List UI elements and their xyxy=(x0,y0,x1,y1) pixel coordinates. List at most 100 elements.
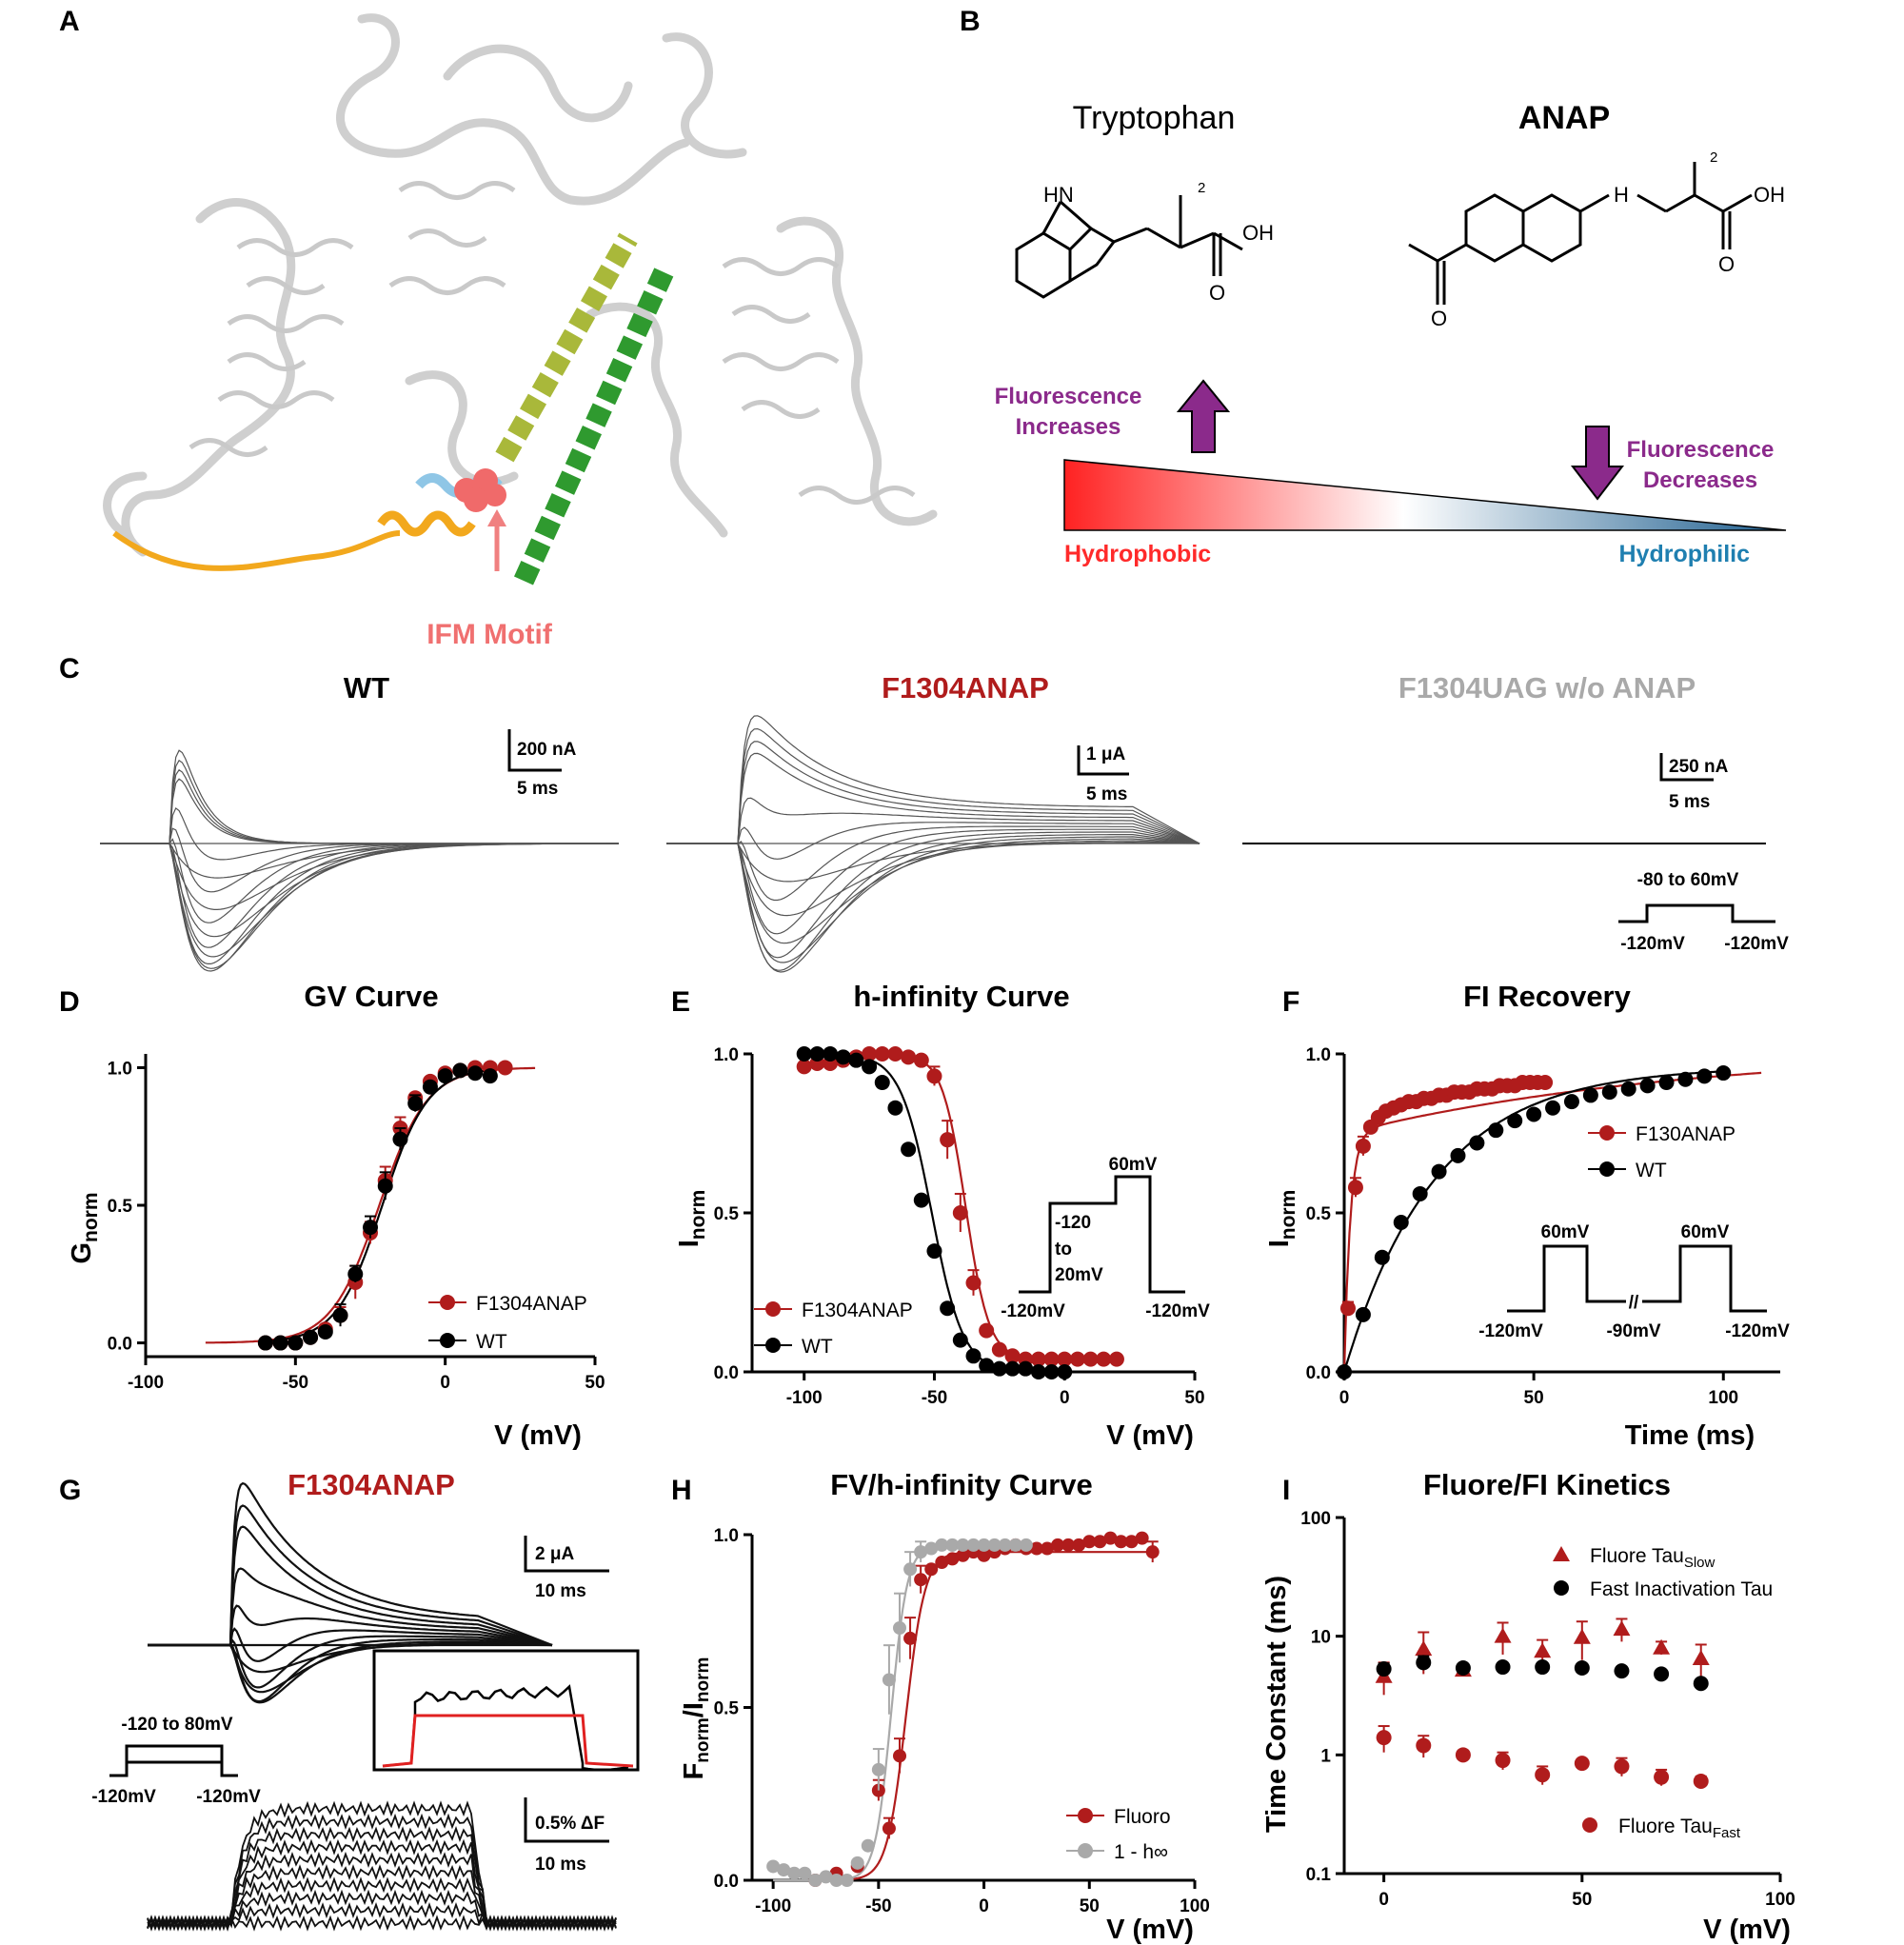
data-point xyxy=(467,1065,484,1082)
data-point xyxy=(1495,1753,1511,1769)
data-point xyxy=(1416,1655,1432,1671)
data-point xyxy=(1654,1769,1670,1785)
fit-curve xyxy=(815,1551,1153,1882)
g-protocol-hold-right: -120mV xyxy=(196,1787,261,1807)
data-point xyxy=(1096,1351,1112,1367)
data-point xyxy=(1108,1351,1124,1367)
data-point xyxy=(977,1538,991,1552)
data-point xyxy=(1376,1730,1392,1746)
g-inset-traces xyxy=(382,1684,634,1772)
y-tick-label: 0.5 xyxy=(714,1204,740,1224)
i-title: Fluore/FI Kinetics xyxy=(1423,1468,1671,1501)
data-point xyxy=(1693,1676,1709,1692)
data-point xyxy=(1431,1163,1447,1180)
data-point xyxy=(1393,1215,1409,1231)
x-tick-label: -100 xyxy=(786,1388,823,1408)
g-inset-box xyxy=(372,1649,640,1772)
e-ylabel: Inorm xyxy=(674,1190,709,1248)
data-point xyxy=(887,1046,903,1062)
h-xlabel: V (mV) xyxy=(1106,1915,1194,1945)
x-tick-label: 50 xyxy=(1572,1890,1592,1910)
g-voltage-protocol xyxy=(109,1744,238,1777)
f-voltage-protocol-2 xyxy=(1642,1244,1767,1313)
data-point xyxy=(1693,1773,1709,1789)
data-point xyxy=(1620,1081,1636,1097)
e-xlabel: V (mV) xyxy=(1106,1420,1194,1451)
data-point xyxy=(437,1068,453,1084)
x-tick-label: 100 xyxy=(1708,1388,1738,1408)
data-point xyxy=(808,1874,823,1887)
data-point xyxy=(956,1538,970,1552)
data-point xyxy=(303,1329,319,1345)
data-point xyxy=(1614,1758,1630,1775)
data-point xyxy=(1124,1535,1139,1549)
data-point xyxy=(317,1323,333,1340)
f-ylabel: Inorm xyxy=(1264,1190,1299,1248)
legend-marker xyxy=(1554,1580,1569,1596)
anap-nh2-sub: 2 xyxy=(1710,149,1717,166)
data-point xyxy=(1072,1538,1086,1552)
g-current-traces xyxy=(148,1481,553,1704)
anap-current-traces xyxy=(666,715,1200,973)
data-point xyxy=(1654,1666,1670,1682)
data-point xyxy=(796,1046,812,1062)
data-point xyxy=(945,1552,960,1566)
data-point xyxy=(966,1538,981,1552)
fit-curve xyxy=(803,1053,1065,1373)
anap-oh-label: OH xyxy=(1754,183,1785,207)
hydrophobicity-gradient xyxy=(1063,459,1787,531)
trace-sweep xyxy=(666,834,1200,971)
e-protocol-cond-3: 20mV xyxy=(1055,1265,1103,1285)
data-point xyxy=(914,1545,928,1559)
data-point xyxy=(1008,1538,1022,1552)
trp-o-label: O xyxy=(1209,281,1225,305)
trp-oh-label: OH xyxy=(1242,221,1274,245)
trace-sweep xyxy=(148,1638,553,1703)
y-tick-label: 0.0 xyxy=(714,1872,739,1892)
legend-marker xyxy=(1599,1125,1615,1141)
data-point xyxy=(377,1178,393,1194)
f-xlabel: Time (ms) xyxy=(1625,1420,1755,1451)
g-current-scalebar xyxy=(524,1536,609,1573)
f-protocol-hold-left: -120mV xyxy=(1478,1321,1543,1341)
c-protocol-step: -80 to 60mV xyxy=(1637,870,1739,890)
c-voltage-protocol xyxy=(1618,903,1775,923)
trace-sweep xyxy=(148,1481,553,1647)
data-point xyxy=(829,1874,843,1887)
d-xlabel: V (mV) xyxy=(494,1420,582,1451)
anap-nh-label: H xyxy=(1614,183,1629,207)
data-point xyxy=(935,1538,949,1552)
trace-sweep xyxy=(100,749,619,844)
data-point xyxy=(945,1538,960,1552)
trace-sweep xyxy=(148,1635,553,1689)
data-point xyxy=(1019,1538,1033,1552)
data-point xyxy=(924,1562,939,1577)
data-point xyxy=(874,1075,890,1091)
data-point xyxy=(940,1300,956,1317)
g-title: F1304ANAP xyxy=(288,1468,455,1501)
data-point xyxy=(497,1060,513,1076)
panel-letter-f: F xyxy=(1282,986,1299,1018)
c-uag-scale-x: 5 ms xyxy=(1669,792,1710,812)
legend-label: WT xyxy=(802,1336,833,1358)
trace-sweep xyxy=(100,843,620,972)
data-point xyxy=(452,1062,468,1079)
data-point xyxy=(272,1335,288,1351)
data-point xyxy=(1018,1360,1034,1377)
data-point xyxy=(1337,1364,1352,1379)
trace-sweep xyxy=(666,828,1200,935)
data-point xyxy=(1051,1538,1065,1552)
anap-ketone-o-label: O xyxy=(1431,307,1447,330)
e-title: h-infinity Curve xyxy=(853,980,1069,1013)
data-point xyxy=(1582,1087,1598,1103)
fit-curve xyxy=(265,1068,490,1342)
data-point xyxy=(1716,1065,1732,1082)
c-anap-scalebar xyxy=(1077,745,1129,776)
data-point xyxy=(796,1059,812,1075)
legend-marker xyxy=(1553,1546,1570,1561)
c-wt-scalebar xyxy=(507,729,562,772)
data-point xyxy=(893,1749,906,1763)
anap-title: ANAP xyxy=(1518,100,1610,136)
